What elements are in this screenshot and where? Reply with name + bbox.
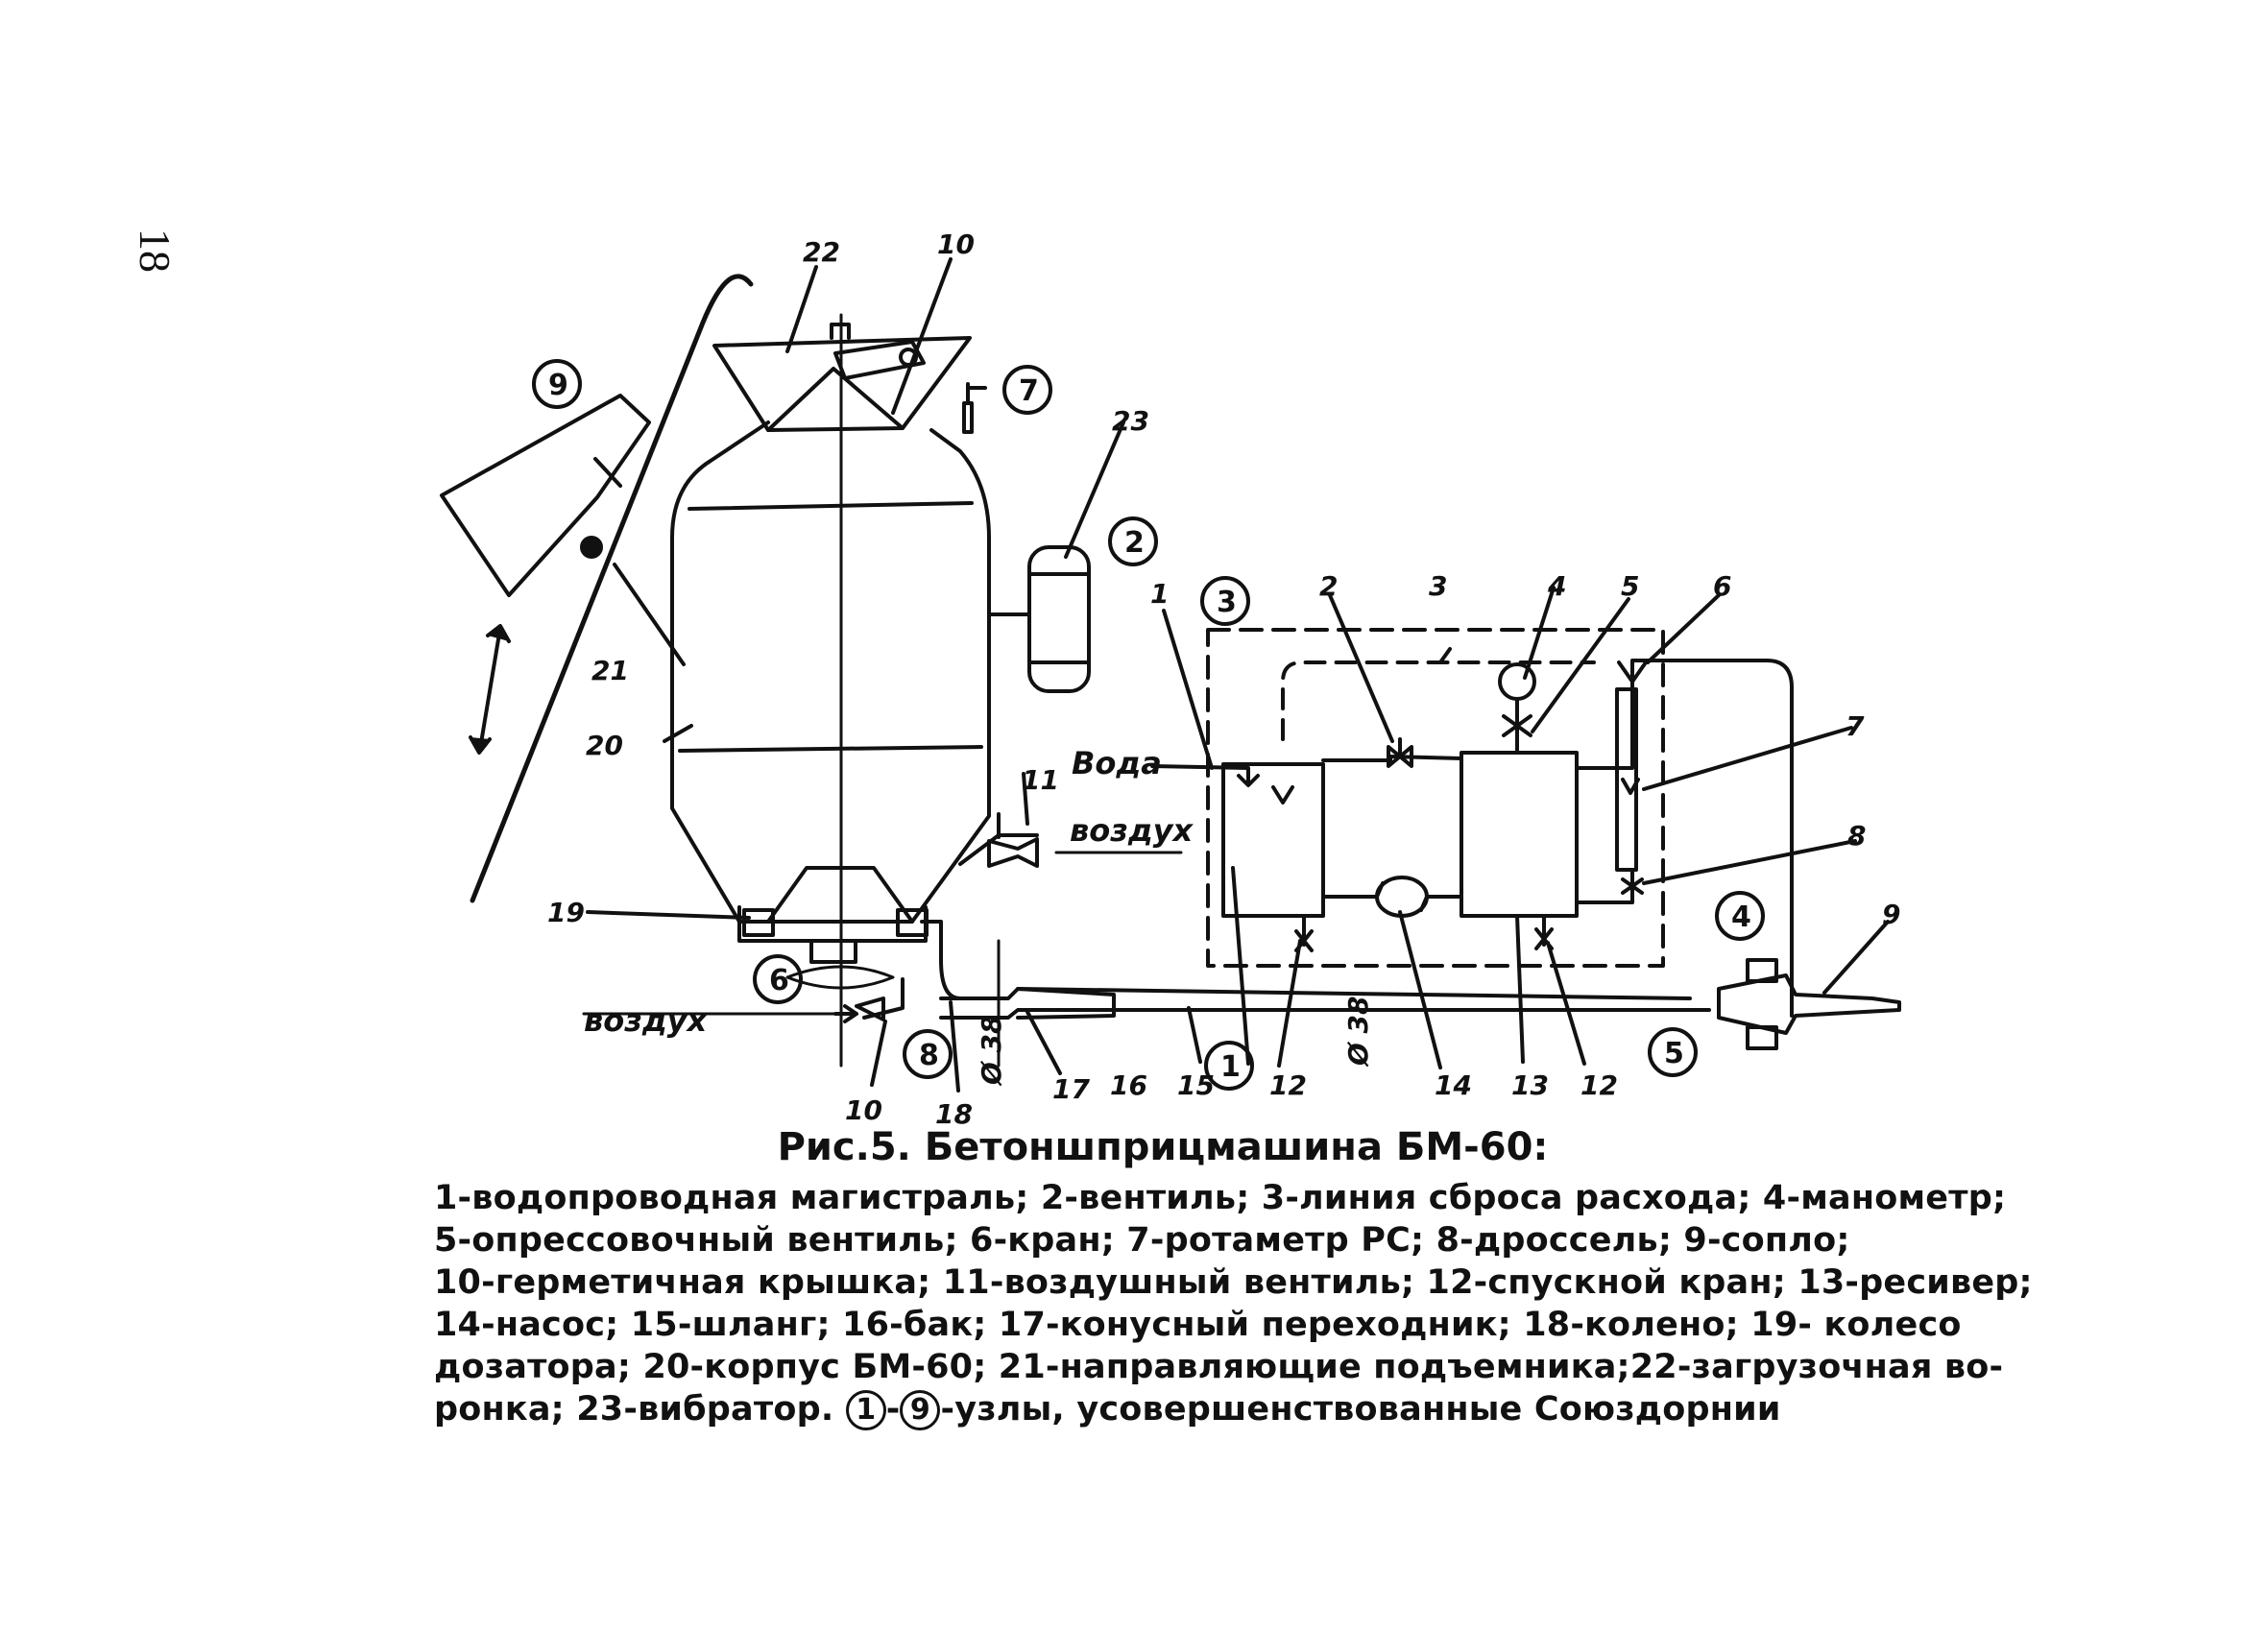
circled-9: 9 (548, 369, 568, 402)
label-4: 4 (1547, 570, 1566, 602)
hose (939, 987, 1692, 1000)
caption-line-last: ронка; 23-вибратор. 1-9-узлы, усовершенс… (434, 1388, 1884, 1430)
caption-circle-9: 9 (900, 1390, 941, 1430)
water-label: Вода (1072, 745, 1162, 781)
label-21: 21 (591, 655, 629, 686)
label-12-a: 12 (1269, 1069, 1307, 1101)
caption-last-end: -узлы, усовершенствованные Союздорнии (940, 1390, 1781, 1429)
circled-3: 3 (1217, 586, 1237, 619)
rail-roller (580, 536, 603, 559)
figure-caption: 1-водопроводная магистраль; 2-вентиль; 3… (434, 1177, 2033, 1430)
caption-line: 5-опрессовочный вентиль; 6-кран; 7-ротам… (434, 1221, 1850, 1260)
caption-line: 1-водопроводная магистраль; 2-вентиль; 3… (434, 1179, 2007, 1217)
receiver (1460, 751, 1579, 918)
circled-1: 1 (1220, 1050, 1241, 1084)
vibrator (1027, 545, 1091, 693)
label-13: 13 (1511, 1069, 1549, 1101)
circled-2: 2 (1124, 526, 1145, 560)
circled-8: 8 (919, 1039, 939, 1072)
water-main (1150, 764, 1250, 783)
caption-line: дозатора; 20-корпус БМ-60; 21-направляющ… (434, 1348, 2004, 1386)
label-5: 5 (1621, 570, 1639, 602)
label-22: 22 (803, 236, 840, 268)
label-14: 14 (1435, 1069, 1472, 1101)
diameter-label-1: Ø 38 (976, 1015, 1007, 1087)
label-17: 17 (1052, 1073, 1090, 1105)
label-19: 19 (547, 897, 585, 928)
air-label-right: воздух (1070, 812, 1194, 849)
conical-adapter (1016, 987, 1116, 1020)
gate-valve (1387, 745, 1413, 768)
label-2: 2 (1319, 570, 1338, 602)
label-20: 20 (586, 730, 623, 761)
air-label-left: воздух (584, 1002, 709, 1039)
label-7: 7 (1846, 710, 1865, 742)
label-10-top: 10 (937, 228, 975, 260)
caption-dash: - (885, 1390, 901, 1429)
label-3: 3 (1429, 570, 1447, 602)
throttle (1621, 877, 1644, 895)
figure-title: Рис.5. Бетоншприцмашина БМ-60: (777, 1125, 1549, 1169)
label-1: 1 (1150, 578, 1169, 610)
label-11: 11 (1022, 764, 1059, 796)
diameter-label-2: Ø 38 (1342, 996, 1374, 1068)
guide-rail (470, 274, 754, 903)
return-line-box (1206, 628, 1665, 968)
label-12-b: 12 (1580, 1069, 1618, 1101)
tank (1221, 762, 1325, 918)
caption-last-start: ронка; 23-вибратор. (434, 1390, 834, 1429)
circled-6: 6 (769, 964, 789, 997)
label-10-bottom: 10 (845, 1094, 882, 1126)
inlet-valve-10 (855, 997, 885, 1021)
movement-arrow (478, 632, 501, 751)
label-8: 8 (1847, 820, 1866, 852)
label-6: 6 (1713, 570, 1731, 602)
caption-circle-1: 1 (845, 1390, 886, 1430)
label-18: 18 (935, 1098, 973, 1130)
machine-body (670, 420, 991, 924)
label-23: 23 (1112, 405, 1149, 437)
circled-4: 4 (1731, 901, 1751, 934)
nozzle (1717, 973, 1901, 1035)
label-16: 16 (1110, 1069, 1147, 1101)
top-valve (962, 401, 974, 434)
caption-line: 10-герметичная крышка; 11-воздушный вент… (434, 1263, 2033, 1302)
circled-5: 5 (1664, 1037, 1684, 1070)
pressure-valve (1502, 714, 1532, 737)
label-9: 9 (1882, 899, 1900, 930)
caption-line: 14-насос; 15-шланг; 16-бак; 17-конусный … (434, 1306, 1962, 1344)
circled-7: 7 (1019, 374, 1039, 408)
lift-bucket (440, 394, 651, 597)
